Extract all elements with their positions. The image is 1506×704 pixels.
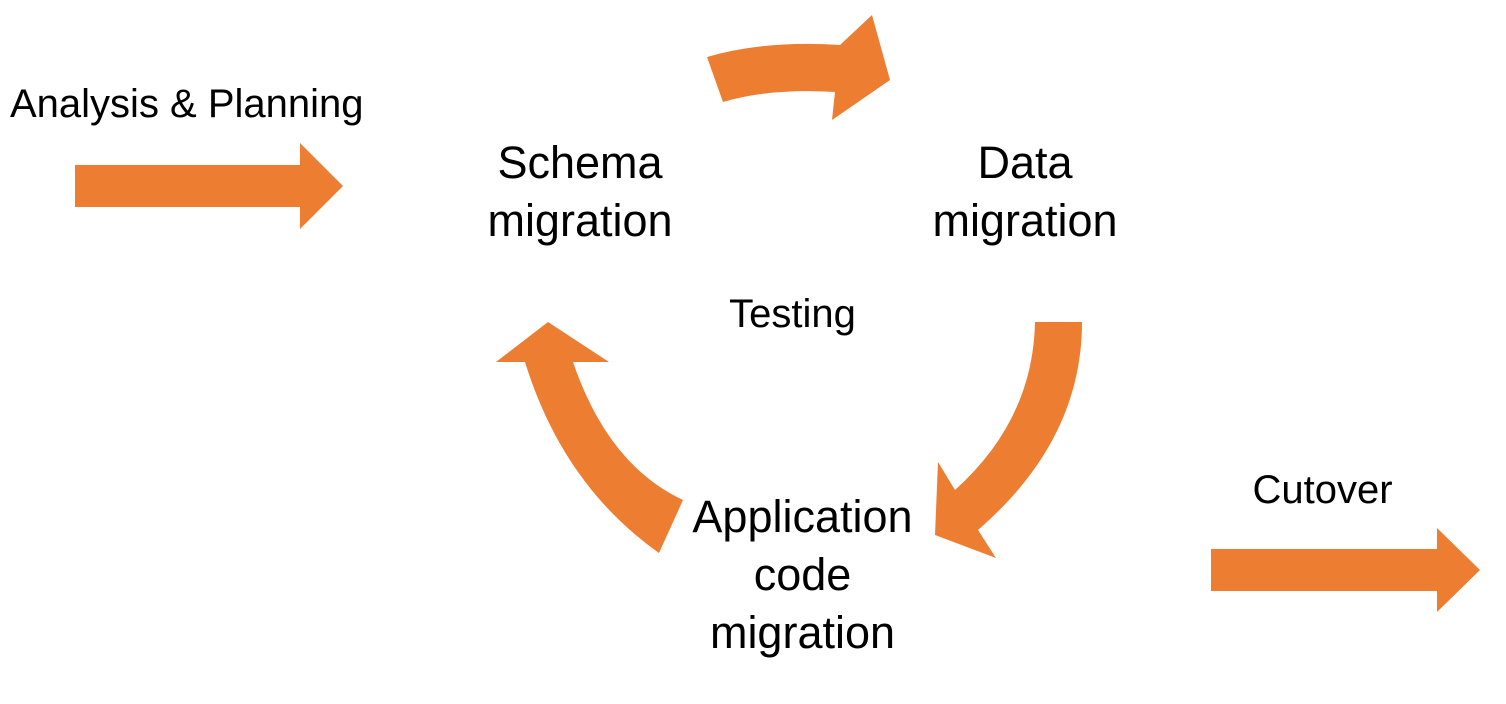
schema-to-data-arrow	[707, 15, 890, 120]
cutover-label: Cutover	[1215, 466, 1430, 514]
testing-label: Testing	[690, 290, 895, 338]
analysis-to-schema-arrow	[75, 143, 343, 229]
appcode-to-schema-arrow	[496, 322, 683, 553]
analysis-planning-label: Analysis & Planning	[10, 80, 364, 128]
appcode-migration-line2: code	[753, 549, 852, 600]
application-code-migration-label: Application code migration	[650, 488, 955, 662]
analysis-planning-text: Analysis & Planning	[10, 82, 364, 126]
appcode-migration-line3: migration	[709, 607, 896, 658]
cutover-text: Cutover	[1252, 468, 1393, 512]
schema-migration-label: Schema migration	[440, 134, 720, 250]
cutover-arrow	[1211, 528, 1480, 612]
schema-migration-line2: migration	[487, 195, 673, 246]
appcode-migration-line1: Application	[692, 491, 913, 542]
data-migration-line2: migration	[932, 195, 1118, 246]
schema-migration-line1: Schema	[497, 137, 663, 188]
data-to-appcode-arrow	[935, 322, 1082, 558]
testing-text: Testing	[729, 292, 856, 336]
data-migration-line1: Data	[977, 137, 1073, 188]
data-migration-label: Data migration	[885, 134, 1165, 250]
